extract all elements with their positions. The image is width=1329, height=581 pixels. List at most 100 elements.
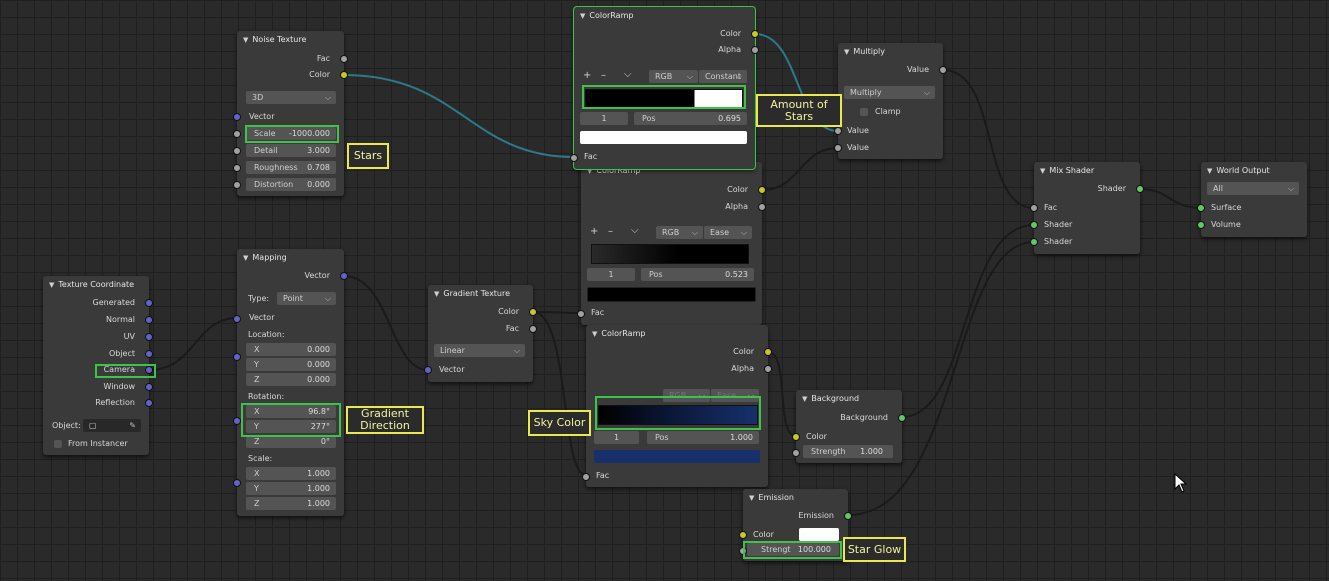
output-object-socket[interactable] [145, 350, 153, 358]
gradient-texture-node[interactable]: ▼Gradient Texture Color Fac Linear⌵ Vect… [424, 285, 537, 382]
input-vector-socket[interactable] [233, 113, 241, 121]
input-rotation-socket[interactable] [233, 417, 241, 425]
ramp-menu-button[interactable]: ⌵ [624, 69, 632, 80]
output-color-socket[interactable] [751, 30, 759, 38]
input-value2-socket[interactable] [834, 144, 842, 152]
collapse-icon[interactable]: ▼ [1040, 167, 1046, 175]
collapse-icon[interactable]: ▼ [802, 395, 808, 403]
output-alpha-socket[interactable] [751, 46, 759, 54]
input-value1-socket[interactable] [834, 127, 842, 135]
input-scale-socket[interactable] [233, 479, 241, 487]
mapping-node[interactable]: ▼Mapping Vector Type: Point⌵ Vector Loca… [233, 249, 348, 516]
clamp-checkbox[interactable] [860, 108, 868, 116]
output-emission-socket[interactable] [844, 512, 852, 520]
output-normal-socket[interactable] [145, 316, 153, 324]
input-surface-socket[interactable] [1197, 204, 1205, 212]
collapse-icon[interactable]: ▼ [580, 12, 586, 20]
input-scale-socket[interactable] [233, 130, 241, 138]
input-vector-socket[interactable] [424, 366, 432, 374]
output-reflection-socket[interactable] [145, 399, 153, 407]
stop-color-swatch[interactable] [580, 131, 747, 144]
collapse-icon[interactable]: ▼ [243, 36, 249, 44]
multiply-header[interactable]: ▼Multiply [838, 43, 943, 61]
output-vector-socket[interactable] [340, 272, 348, 280]
output-fac-socket[interactable] [340, 55, 348, 63]
input-vector-socket[interactable] [233, 315, 241, 323]
stop-index-field[interactable]: 1 [580, 112, 628, 125]
colorramp-ease-node[interactable]: ▼ColorRamp Color Alpha + – ⌵ RGB⌵ Ease⌵ … [577, 162, 766, 325]
texture-coordinate-header[interactable]: ▼Texture Coordinate [43, 276, 149, 294]
ramp-menu-button[interactable]: ⌵ [631, 225, 639, 236]
collapse-icon[interactable]: ▼ [243, 254, 249, 262]
mix-shader-node[interactable]: ▼Mix Shader Shader Fac Shader Shader [1030, 162, 1144, 254]
input-shader2-socket[interactable] [1030, 238, 1038, 246]
target-dropdown[interactable]: All⌵ [1207, 182, 1299, 195]
input-color-socket[interactable] [739, 531, 747, 539]
colorramp-sky-header[interactable]: ▼ColorRamp [586, 325, 768, 343]
output-color-socket[interactable] [764, 348, 772, 356]
world-output-header[interactable]: ▼World Output [1201, 162, 1307, 180]
output-shader-socket[interactable] [1136, 185, 1144, 193]
background-header[interactable]: ▼Background [796, 390, 902, 408]
output-uv-socket[interactable] [145, 333, 153, 341]
input-shader1-socket[interactable] [1030, 221, 1038, 229]
eyedropper-icon[interactable]: ✎ [129, 421, 136, 430]
collapse-icon[interactable]: ▼ [749, 494, 755, 502]
mapping-header[interactable]: ▼Mapping [237, 249, 344, 267]
stop-index-field[interactable]: 1 [594, 431, 639, 444]
output-value-socket[interactable] [939, 66, 947, 74]
stop-color-swatch[interactable] [594, 450, 760, 463]
gradient-ramp[interactable] [591, 244, 749, 264]
input-detail-socket[interactable] [233, 147, 241, 155]
add-stop-button[interactable]: + [590, 226, 599, 237]
collapse-icon[interactable]: ▼ [587, 167, 593, 175]
world-output-node[interactable]: ▼World Output All⌵ Surface Volume [1197, 162, 1307, 237]
input-color-socket[interactable] [792, 433, 800, 441]
interpolation-dropdown[interactable]: Ease⌵ [704, 226, 752, 239]
noise-texture-node[interactable]: ▼Noise Texture Fac Color 3D⌵ Vector Scal… [233, 31, 348, 196]
noise-texture-header[interactable]: ▼Noise Texture [237, 31, 344, 49]
colorramp-ease-header[interactable]: ▼ColorRamp [581, 162, 762, 180]
output-background-socket[interactable] [898, 414, 906, 422]
colorramp-constant-node[interactable]: ▼ColorRamp Color Alpha + – ⌵ RGB⌵ Consta… [570, 6, 759, 170]
output-fac-socket[interactable] [529, 325, 537, 333]
remove-stop-button[interactable]: – [601, 70, 606, 81]
output-camera-socket[interactable] [145, 366, 153, 374]
dimension-dropdown[interactable]: 3D⌵ [246, 91, 336, 104]
object-picker[interactable]: ▢✎ [83, 419, 141, 432]
output-color-socket[interactable] [340, 71, 348, 79]
output-color-socket[interactable] [529, 308, 537, 316]
output-alpha-socket[interactable] [758, 203, 766, 211]
mix-shader-header[interactable]: ▼Mix Shader [1034, 162, 1140, 180]
output-alpha-socket[interactable] [764, 365, 772, 373]
collapse-icon[interactable]: ▼ [434, 290, 440, 298]
stop-index-field[interactable]: 1 [587, 268, 635, 281]
collapse-icon[interactable]: ▼ [49, 281, 55, 289]
stop-color-swatch[interactable] [587, 287, 756, 302]
remove-stop-button[interactable]: – [608, 226, 613, 237]
input-fac-socket[interactable] [570, 154, 578, 162]
multiply-node[interactable]: ▼Multiply Value Multiply⌵ Clamp Value Va… [834, 43, 947, 159]
from-instancer-checkbox[interactable] [54, 440, 62, 448]
texture-coordinate-node[interactable]: ▼Texture Coordinate Generated Normal UV … [43, 276, 153, 455]
input-fac-socket[interactable] [582, 473, 590, 481]
input-fac-socket[interactable] [1030, 204, 1038, 212]
gradient-texture-header[interactable]: ▼Gradient Texture [428, 285, 533, 303]
interpolation-dropdown[interactable]: Constant⌵ [699, 70, 747, 83]
